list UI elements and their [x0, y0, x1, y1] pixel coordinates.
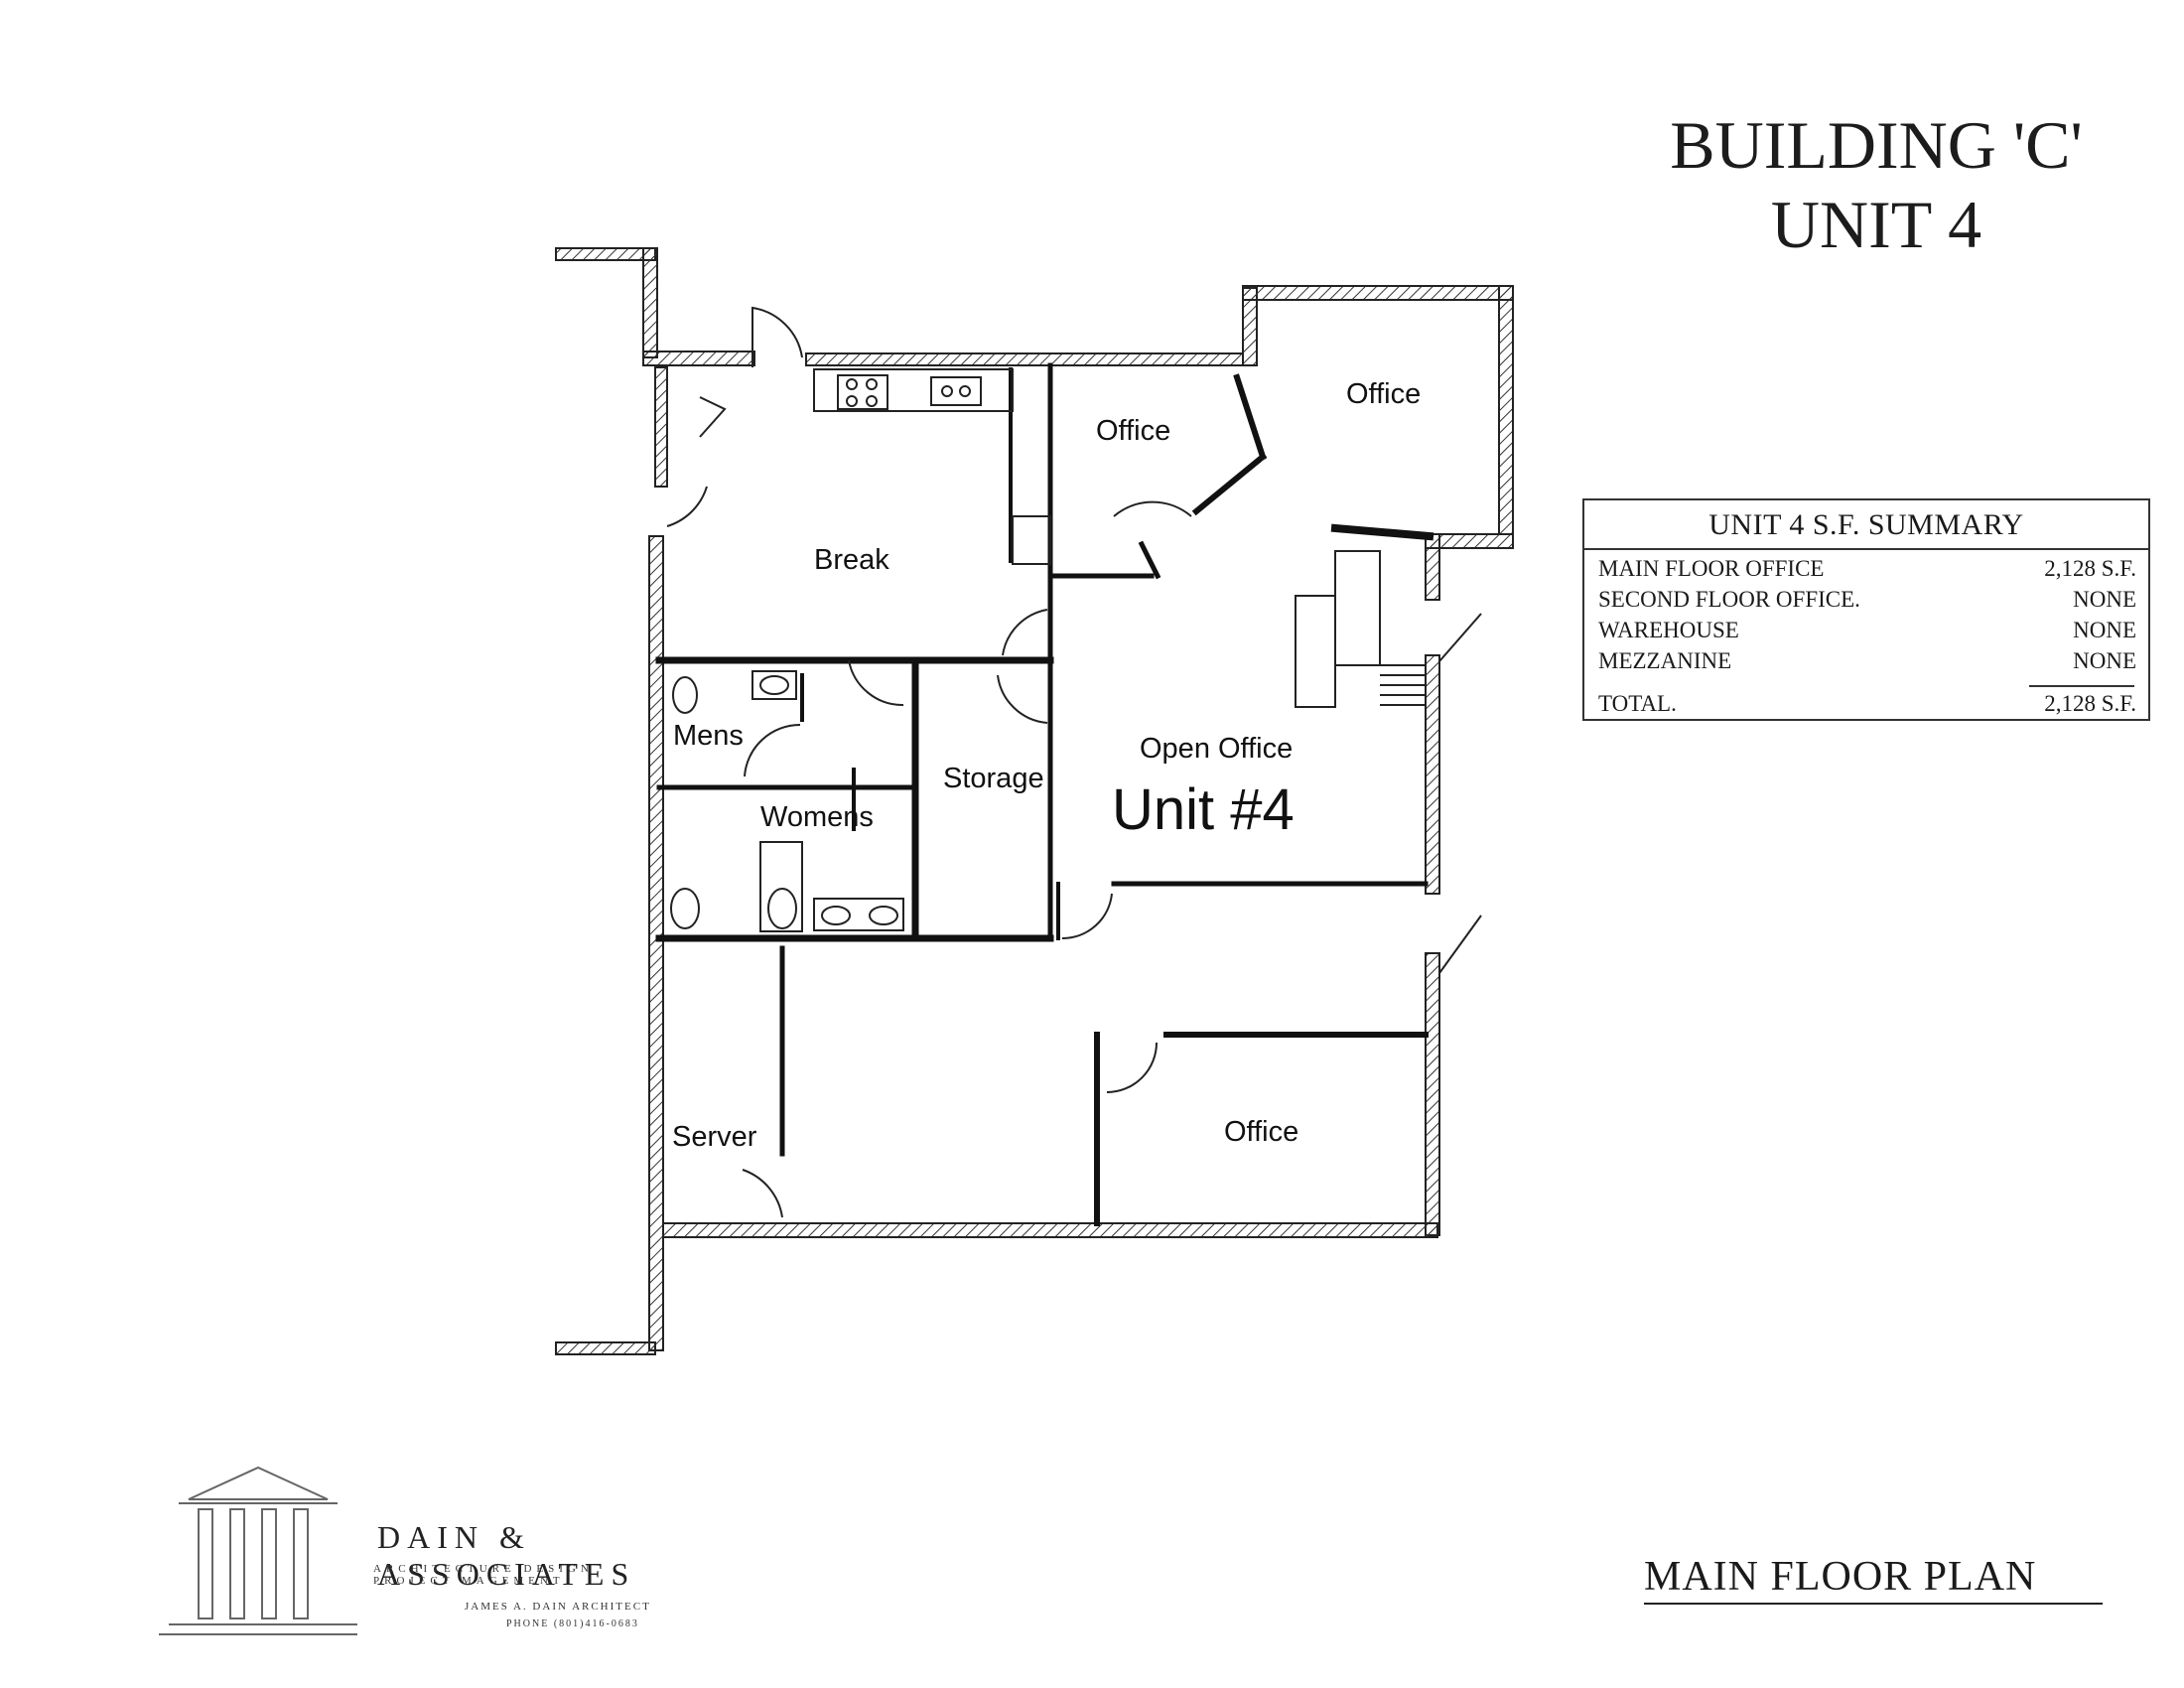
room-label-server: Server [672, 1121, 757, 1153]
firm-name: DAIN & ASSOCIATES [377, 1519, 636, 1592]
room-label-office-top-right: Office [1346, 378, 1421, 410]
interior-walls [655, 362, 1434, 1226]
fixtures [670, 368, 1426, 932]
room-label-break: Break [814, 544, 889, 576]
firm-architect: JAMES A. DAIN ARCHITECT [465, 1601, 651, 1613]
room-label-office-bottom: Office [1224, 1116, 1298, 1148]
summary-row: SECOND FLOOR OFFICE. NONE [1598, 587, 2136, 612]
summary-row: WAREHOUSE NONE [1598, 618, 2136, 642]
firm-logo: DAIN & ASSOCIATES ARCHITECTURE DESIGN PR… [159, 1460, 675, 1648]
sink-icon [930, 376, 982, 406]
summary-heading: UNIT 4 S.F. SUMMARY [1708, 508, 2024, 541]
toilet-icon [767, 888, 797, 929]
door-swings [666, 306, 1482, 1218]
stair [1295, 595, 1336, 708]
drawing-title: MAIN FLOOR PLAN [1644, 1554, 2037, 1600]
room-label-storage: Storage [943, 763, 1044, 794]
summary-total-row: TOTAL. 2,128 S.F. [1598, 691, 2136, 716]
room-label-open-office: Open Office [1140, 733, 1293, 765]
summary-row: MAIN FLOOR OFFICE 2,128 S.F. [1598, 556, 2136, 581]
range-icon [837, 374, 888, 410]
firm-subtitle: ARCHITECTURE DESIGN PROJECT MAGEMENT [373, 1563, 594, 1587]
sink-icon [869, 906, 898, 925]
exterior-walls [555, 247, 1514, 1355]
room-label-office-top: Office [1096, 415, 1170, 447]
kitchen-counter [813, 368, 1014, 412]
sink-icon [821, 906, 851, 925]
sf-summary-table: UNIT 4 S.F. SUMMARY MAIN FLOOR OFFICE 2,… [1582, 498, 2150, 721]
unit-label: Unit #4 [1112, 777, 1295, 842]
sink-icon [759, 675, 789, 695]
summary-row: MEZZANINE NONE [1598, 648, 2136, 673]
room-label-mens: Mens [673, 720, 744, 752]
toilet-icon [670, 888, 700, 929]
columns-logo-icon [159, 1466, 357, 1635]
room-label-womens: Womens [760, 801, 874, 833]
toilet-icon [672, 676, 698, 714]
unit-title: UNIT 4 [1770, 187, 1982, 262]
firm-phone: PHONE (801)416-0683 [506, 1618, 639, 1629]
building-title: BUILDING 'C' [1670, 107, 2083, 183]
